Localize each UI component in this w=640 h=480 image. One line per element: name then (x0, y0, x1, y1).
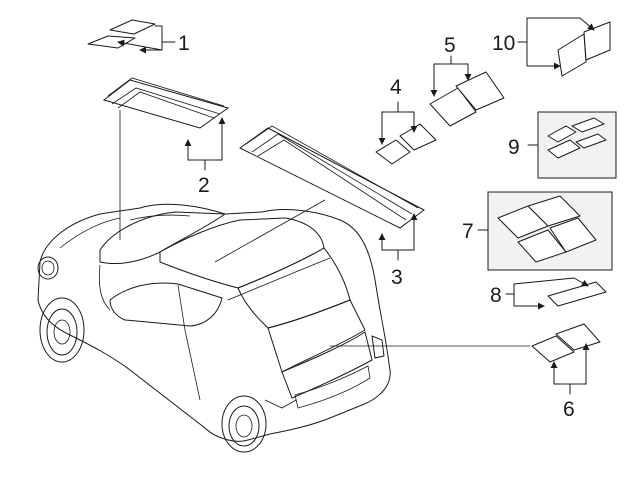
part-8-decal (505, 277, 607, 310)
callout-7: 7 (462, 220, 474, 243)
car-outline (37, 203, 391, 453)
part-7-boxed (477, 191, 613, 271)
part-3-long-stripe (239, 125, 425, 261)
callout-5: 5 (444, 34, 456, 57)
callout-2: 2 (198, 174, 210, 197)
part-2-roof-stripe (102, 77, 230, 171)
callout-6: 6 (563, 398, 575, 421)
callout-1: 1 (178, 32, 190, 55)
callout-10: 10 (492, 32, 515, 55)
part-4-decal (375, 101, 437, 165)
callout-4: 4 (390, 76, 402, 99)
callout-3: 3 (391, 266, 403, 289)
callout-9: 9 (508, 136, 520, 159)
part-1-decal (87, 19, 176, 54)
callout-8: 8 (490, 284, 502, 307)
part-9-boxed (527, 111, 617, 179)
part-6-decal (531, 323, 601, 395)
part-10-decal (517, 17, 611, 77)
leader-lines (119, 110, 530, 347)
part-5-decal (429, 55, 505, 127)
